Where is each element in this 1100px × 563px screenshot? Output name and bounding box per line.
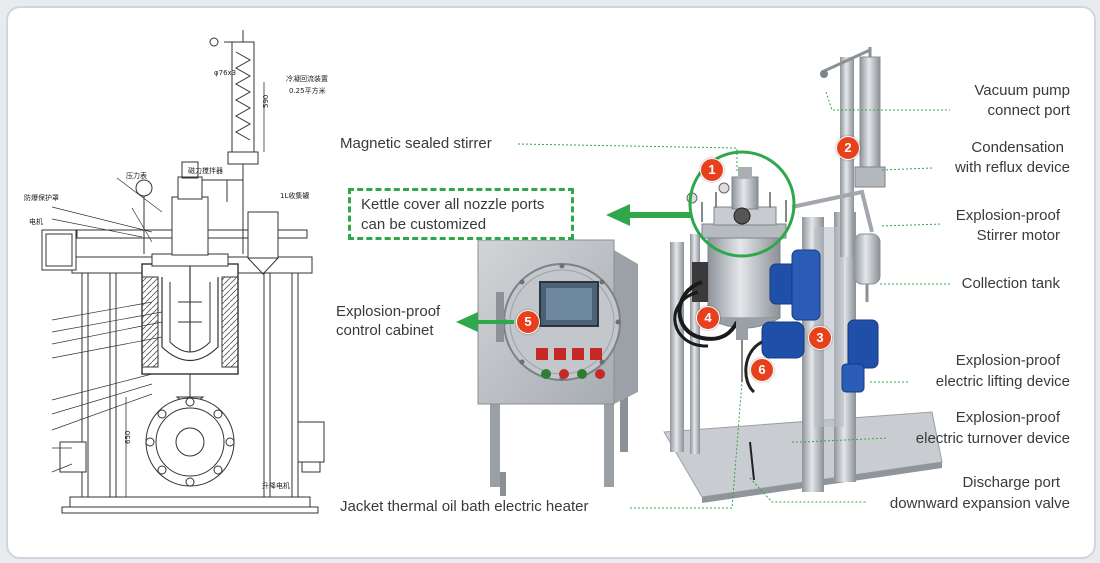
reactor-illustration — [663, 47, 943, 503]
label-stirrer-motor-line1: Explosion-proof — [955, 207, 1060, 224]
control-cabinet-illustration — [477, 239, 638, 496]
label-stirrer-motor-line2: Stirrer motor — [976, 227, 1060, 244]
technical-drawing — [41, 30, 325, 514]
kettle-cover-text: Kettle cover all nozzle ports can be cus… — [361, 196, 545, 233]
motor-note: 电机 — [29, 217, 43, 226]
cover-highlight-ring — [688, 150, 796, 258]
kettle-cover-callout: Kettle cover all nozzle ports can be cus… — [348, 188, 574, 240]
label-lifting-line1: Explosion-proof — [955, 352, 1060, 369]
lift-motor-note: 升降电机 — [262, 481, 290, 490]
label-heater: Jacket thermal oil bath electric heater — [340, 498, 589, 515]
label-control-cabinet-line1: Explosion-proof — [336, 303, 441, 320]
label-control-cabinet-line2: control cabinet — [336, 322, 434, 339]
label-discharge-line1: Discharge port — [962, 474, 1060, 491]
receiver-note: 1L收集罐 — [280, 191, 309, 200]
dim-590: 590 — [262, 95, 270, 108]
badge-5: 5 — [516, 310, 540, 334]
badge-6: 6 — [750, 358, 774, 382]
top-dim-note: φ76x3 — [214, 69, 236, 77]
badge-3: 3 — [808, 326, 832, 350]
label-magnetic-stirrer: Magnetic sealed stirrer — [340, 135, 492, 152]
label-condensation-line1: Condensation — [971, 139, 1064, 156]
stirrer-note: 磁力搅拌器 — [188, 166, 223, 175]
label-vacuum-line2: connect port — [987, 102, 1070, 119]
label-discharge-line2: downward expansion valve — [889, 495, 1070, 512]
label-vacuum-line1: Vacuum pump — [974, 82, 1070, 99]
illustration: φ76x3 冷凝回流装置 0.25平方米 590 650 1L收集罐 磁力搅拌器… — [24, 30, 950, 514]
leader-lines — [517, 91, 950, 509]
condenser-note-1: 冷凝回流装置 — [286, 74, 328, 83]
drawing-notes: φ76x3 冷凝回流装置 0.25平方米 590 650 1L收集罐 磁力搅拌器… — [24, 69, 328, 490]
label-condensation-line2: with reflux device — [954, 159, 1070, 176]
badge-2: 2 — [836, 136, 860, 160]
badge-4: 4 — [696, 306, 720, 330]
dim-650: 650 — [124, 431, 132, 444]
gauge-note: 压力表 — [126, 171, 147, 180]
green-arrows — [456, 204, 692, 332]
label-lifting-line2: electric lifting device — [935, 373, 1070, 390]
label-turnover-line1: Explosion-proof — [955, 409, 1060, 426]
condenser-note-2: 0.25平方米 — [289, 86, 326, 95]
hood-note: 防爆保护罩 — [24, 193, 59, 202]
label-turnover-line2: electric turnover device — [915, 430, 1070, 447]
badge-1: 1 — [700, 158, 724, 182]
figure-frame: φ76x3 冷凝回流装置 0.25平方米 590 650 1L收集罐 磁力搅拌器… — [6, 6, 1096, 559]
label-collection-tank: Collection tank — [961, 275, 1060, 292]
